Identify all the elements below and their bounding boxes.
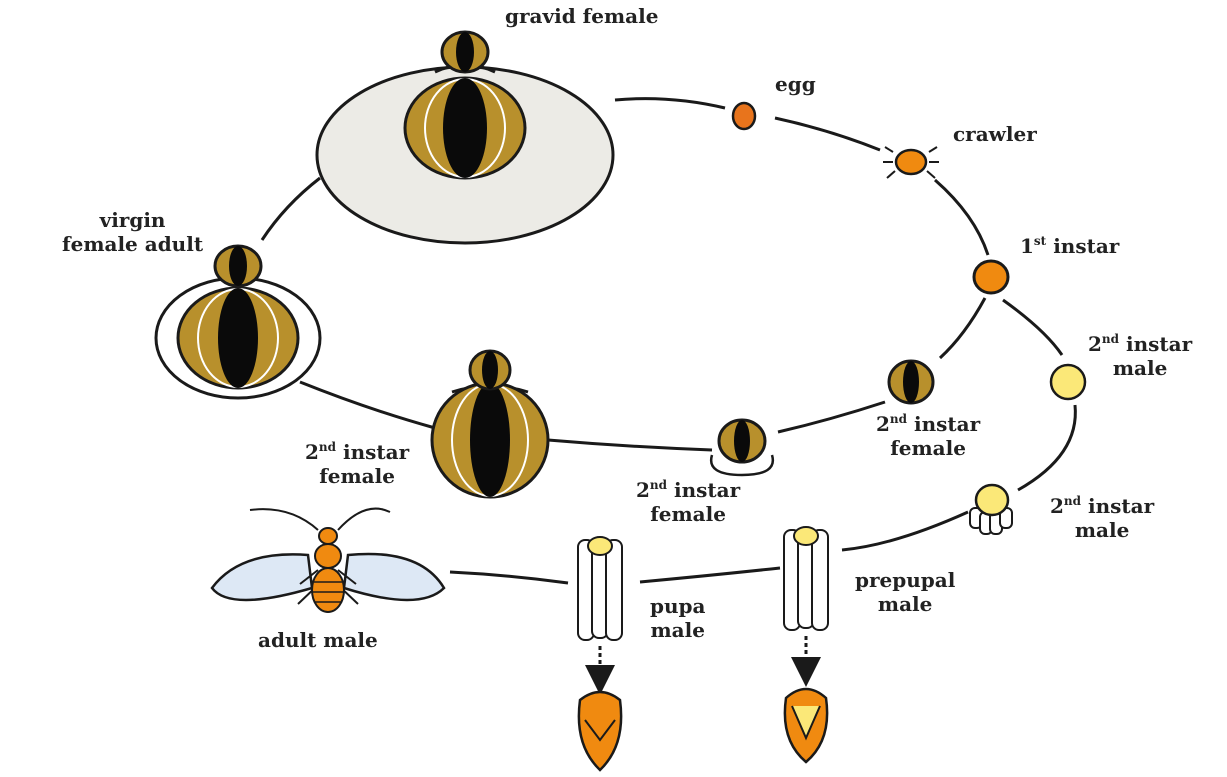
line-female-a-to-female-c: [547, 438, 713, 452]
pupa-male-body: [577, 690, 623, 772]
label-second-instar-male-a: 2nd instar male: [1088, 332, 1193, 380]
line-first-instar-to-male: [1002, 298, 1064, 356]
line-male-branch-down: [1017, 404, 1077, 492]
crawler-shape: [883, 146, 939, 179]
label-second-instar-female-a: 2nd instar female: [636, 478, 741, 526]
line-egg-to-crawler: [774, 116, 881, 152]
line-crawler-to-first-instar: [934, 178, 990, 256]
second-instar-female-b-shape: [887, 359, 935, 405]
line-pupa-to-adult-male: [449, 570, 569, 585]
label-second-instar-male-b: 2nd instar male: [1050, 494, 1155, 542]
label-second-instar-female-b: 2nd instar female: [876, 412, 981, 460]
label-gravid-female: gravid female: [505, 4, 659, 28]
line-virgin-to-gravid: [260, 176, 321, 241]
pupa-male-wax-shape: [577, 536, 623, 641]
second-instar-female-a-shape: [709, 418, 775, 477]
second-instar-male-wax-shape: [969, 483, 1013, 535]
line-gravid-to-egg: [614, 97, 726, 110]
line-female-b-to-female-a: [777, 400, 886, 434]
first-instar-shape: [972, 259, 1010, 295]
label-crawler: crawler: [953, 122, 1037, 146]
cycle-connector-lines: [260, 97, 1077, 585]
label-virgin-female-adult: virgin female adult: [62, 208, 204, 256]
label-egg: egg: [775, 72, 816, 96]
label-pupa-male: pupa male: [650, 594, 706, 642]
prepupal-male-wax-shape: [783, 526, 829, 631]
egg-shape: [731, 101, 757, 131]
label-adult-male: adult male: [258, 628, 378, 652]
adult-male-insect: [210, 507, 446, 613]
line-prepupal-to-pupa: [639, 566, 781, 584]
gravid-female-scale: [315, 30, 615, 245]
second-instar-male-shape: [1049, 363, 1087, 401]
label-first-instar: 1st instar: [1020, 234, 1120, 258]
virgin-female-adult-shape: [154, 244, 322, 400]
label-second-instar-female-c: 2nd instar female: [305, 440, 410, 488]
prepupal-male-body: [783, 687, 829, 764]
label-prepupal-male: prepupal male: [855, 568, 956, 616]
line-female-c-to-virgin: [299, 380, 436, 430]
line-first-instar-to-female: [938, 297, 987, 360]
second-instar-female-c-shape: [430, 349, 550, 499]
line-male-to-prepupal: [841, 510, 969, 552]
